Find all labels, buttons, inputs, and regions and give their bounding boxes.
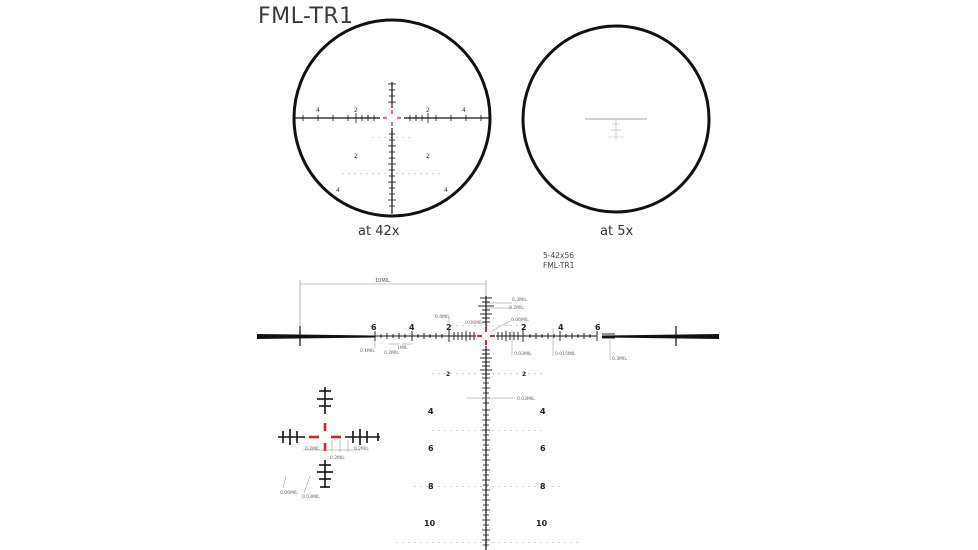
v-number: 4 [428,407,434,416]
annotation: 0.3MIL [612,356,627,362]
annotation: 0.4MIL [435,314,450,320]
v-label: 2 [354,153,358,160]
v-number: 4 [540,407,546,416]
annotation: 0.03MIL [517,396,535,402]
inset-annotation: 0.06MIL [280,490,298,496]
inset-annotation: 0.2MIL [354,446,369,452]
v-number: 6 [428,444,434,453]
v-label: 2 [426,153,430,160]
reticle-title: FML-TR1 [258,4,354,29]
v-number: 2 [522,371,526,378]
holdover-dot-rows [392,325,580,543]
h-number: 4 [558,323,564,332]
h-number: 4 [409,323,415,332]
center-crosshair [477,327,495,345]
annotation: 1MIL [397,345,408,351]
annotation: 0.2MIL [384,350,399,356]
inset-annotation: 0.03MIL [302,494,320,500]
v-number: 10 [424,519,436,528]
h-label: 4 [316,107,320,114]
v-label: 4 [444,187,448,194]
caption-5x: at 5x [600,224,634,239]
inset-annotation: 0.2MIL [305,446,320,452]
v-label: 4 [336,187,340,194]
annotation: 0.03MIL [514,351,532,357]
v-number: 2 [446,371,450,378]
spec-model: 5-42x56 [543,251,575,260]
v-number: 10 [536,519,548,528]
h-number: 6 [371,323,377,332]
annotation: 0.2MIL [509,305,524,311]
caption-42x: at 42x [358,224,400,239]
h-label: 4 [462,107,466,114]
h-label: 2 [354,107,358,114]
v-number: 8 [428,482,434,491]
spec-reticle: FML-TR1 [543,261,575,270]
h-number: 2 [521,323,527,332]
inset-annotation: 0.2MIL [330,455,345,461]
annotation: 0.06MIL [511,317,529,323]
annotation: 0.06MIL [465,320,483,326]
annotation: 0.1MIL [360,348,375,354]
span-label: 10MIL [375,278,390,284]
annotation: 0.3MIL [512,297,527,303]
v-number: 8 [540,482,546,491]
h-label: 2 [426,107,430,114]
spec-label: 5-42x56 FML-TR1 [543,251,574,271]
annotation: 0.015MIL [555,351,576,357]
v-number: 6 [540,444,546,453]
detail-reticle: 10MIL [257,278,719,550]
scope-view-42x: 4 2 2 4 2 2 4 4 [292,18,492,218]
scope-view-5x [521,24,711,214]
h-number: 6 [595,323,601,332]
center-inset-detail: 0.2MIL 0.2MIL 0.2MIL 0.06MIL 0.03MIL [278,387,380,500]
